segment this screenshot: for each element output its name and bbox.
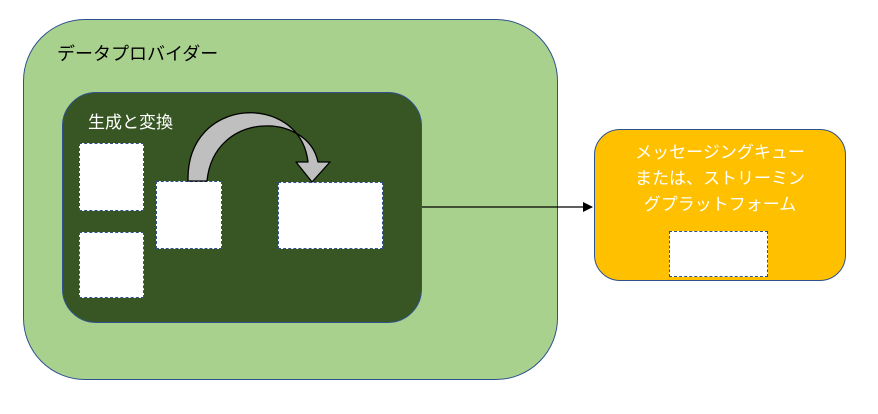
message-queue-label-line-1: メッセージングキュー [635, 143, 805, 163]
placeholder-box-top-left [79, 143, 144, 211]
generation-transformation-label: 生成と変換 [88, 113, 173, 133]
placeholder-box-queue [669, 231, 768, 277]
transform-curved-arrow [187, 112, 331, 183]
message-queue-label-line-2: または、ストリーミン [635, 169, 805, 189]
message-queue-label-line-3: グプラットフォーム [643, 195, 797, 215]
data-provider-label: データプロバイダー [57, 44, 219, 65]
placeholder-box-source [156, 181, 222, 249]
message-queue-label: メッセージングキュー または、ストリーミン グプラットフォーム [600, 140, 840, 218]
placeholder-box-target [278, 182, 383, 249]
placeholder-box-bottom-left [79, 232, 144, 298]
